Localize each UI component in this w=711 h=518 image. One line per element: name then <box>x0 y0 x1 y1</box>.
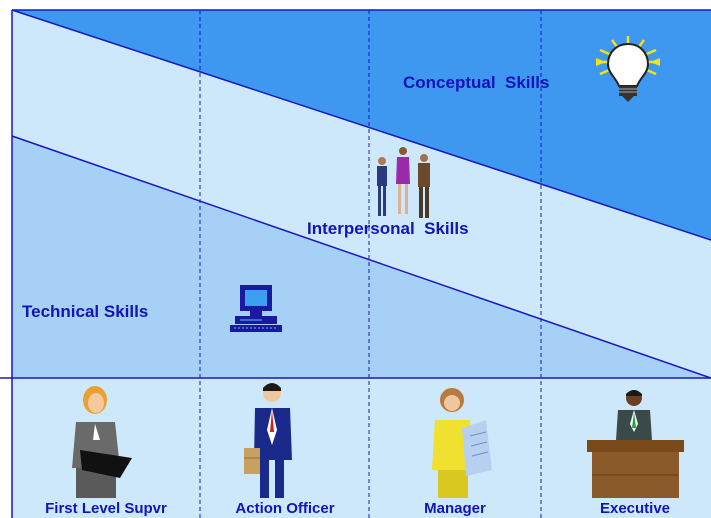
level-label-action-officer: Action Officer <box>235 500 335 517</box>
lightbulb-icon <box>596 36 660 102</box>
level-label-manager: Manager <box>424 500 486 517</box>
interpersonal-skills-label: Interpersonal Skills <box>307 219 469 238</box>
conceptual-boundary-line <box>11 9 711 241</box>
people-group-icon <box>377 147 430 218</box>
computer-icon <box>230 285 282 332</box>
level-label-executive: Executive <box>599 500 671 517</box>
executive-figure <box>587 390 684 498</box>
interpersonal-skills-band <box>12 10 711 378</box>
technical-skills-label: Technical Skills <box>22 302 149 321</box>
officer-figure <box>244 383 292 498</box>
supervisor-figure <box>72 386 132 498</box>
manager-figure <box>432 388 492 498</box>
level-label-first-level-supvr: First Level Supvr <box>45 500 167 517</box>
technical-boundary-line <box>11 135 711 379</box>
conceptual-skills-label: Conceptual Skills <box>403 73 550 92</box>
